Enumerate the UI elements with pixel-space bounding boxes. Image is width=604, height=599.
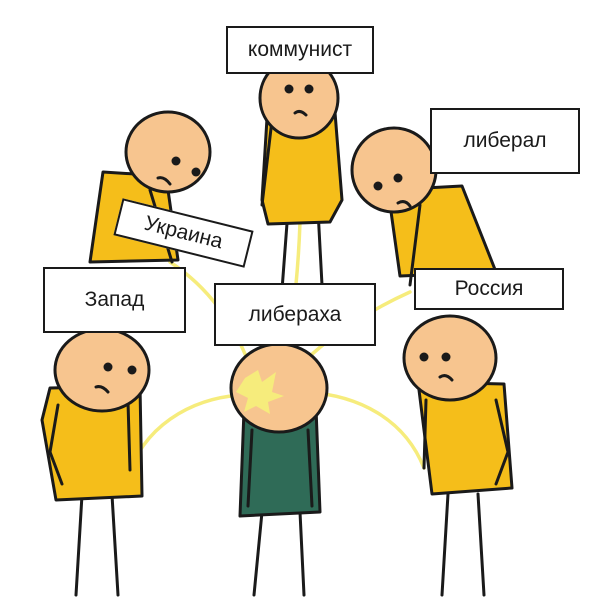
mouth [156, 176, 172, 186]
figure-liberal [350, 126, 498, 287]
eye [127, 365, 137, 375]
label-zapad: Запад [43, 267, 186, 333]
label-rossiya: Россия [414, 268, 564, 310]
figure-rossiya [402, 314, 514, 597]
figure-zapad [40, 327, 151, 597]
eye [191, 167, 201, 177]
eye [304, 84, 314, 94]
arm [408, 203, 422, 287]
arm [260, 118, 274, 207]
arm [246, 428, 254, 508]
arm [306, 428, 314, 508]
figure-kommunist [258, 56, 344, 292]
mouth [293, 109, 308, 117]
eye [373, 181, 383, 191]
legs [252, 510, 306, 597]
stream-left [128, 393, 250, 472]
mouth [396, 200, 412, 208]
eye [171, 156, 181, 166]
eye [441, 352, 451, 362]
label-liberal: либерал [430, 108, 580, 174]
arm [422, 398, 428, 470]
label-kommunist: коммунист [226, 26, 374, 74]
mouth [94, 385, 110, 394]
head [350, 126, 438, 214]
eye [393, 173, 403, 183]
figure-liberaha [229, 342, 329, 597]
legs [440, 492, 486, 597]
eye [284, 84, 294, 94]
arm [494, 398, 510, 486]
mouth [438, 374, 454, 382]
arm [48, 403, 64, 486]
splash [236, 370, 284, 414]
eye [103, 362, 113, 372]
arm [126, 400, 132, 472]
legs [74, 493, 120, 597]
label-liberaha: либераха [214, 283, 376, 346]
head [124, 110, 212, 194]
eye [419, 352, 429, 362]
